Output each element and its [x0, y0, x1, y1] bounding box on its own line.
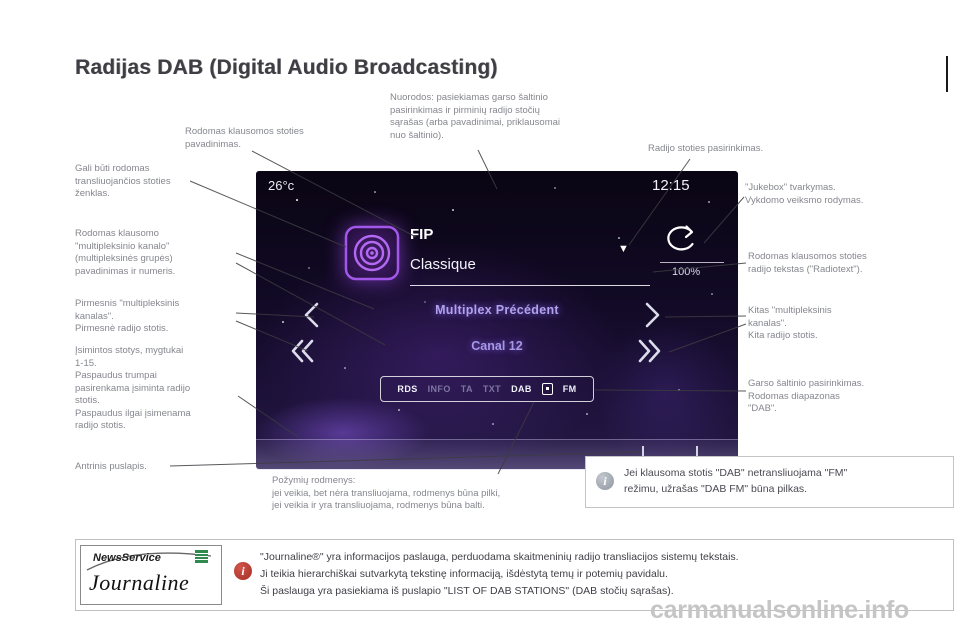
separator-line — [410, 285, 650, 286]
page-tick-icon — [642, 446, 644, 462]
callout-next-channel: Kitas "multipleksinis kanalas". Kita rad… — [748, 305, 832, 341]
station-radiotext: Classique — [410, 256, 476, 273]
watermark: carmanualsonline.info — [650, 596, 910, 624]
callout-indicators-note: Požymių rodmenys: jei veikia, bet nėra t… — [272, 475, 501, 511]
callout-jukebox: "Jukebox" tvarkymas. Vykdomo veiksmo rod… — [745, 182, 864, 206]
temperature-label: 26°c — [268, 178, 295, 193]
info-icon: i — [596, 472, 614, 490]
callout-radiotext: Rodomas klausomos stoties radijo tekstas… — [748, 251, 867, 275]
info-note-box: i Jei klausoma stotis "DAB" netransliuoj… — [585, 456, 954, 508]
journaline-brand-top: NewsService — [93, 552, 161, 564]
callout-station-name: Rodomas klausomos stoties pavadinimas. — [185, 126, 304, 150]
multiplex-name: Multiplex Précédent — [435, 303, 559, 317]
callout-station-logo: Gali būti rodomas transliuojančios stoti… — [75, 163, 171, 199]
indicator-fm: FM — [562, 384, 577, 394]
dab-fm-icon — [541, 383, 553, 395]
indicator-txt: TXT — [482, 384, 502, 394]
station-logo-icon — [344, 225, 400, 281]
callout-station-select: Radijo stoties pasirinkimas. — [648, 143, 764, 154]
journaline-text: "Journaline®" yra informacijos paslauga,… — [260, 551, 739, 597]
news-list-icon — [195, 550, 208, 563]
callout-multiplex-info: Rodomas klausomo "multipleksinio kanalo"… — [75, 228, 176, 277]
station-select-arrow-icon: ▼ — [618, 243, 629, 255]
stars-decoration — [256, 171, 258, 173]
previous-station-icon — [291, 339, 314, 363]
next-station-icon — [638, 339, 661, 363]
journaline-brand-main: Journaline — [89, 570, 190, 595]
callout-previous-channel: Pirmesnis "multipleksinis kanalas". Pirm… — [75, 298, 180, 334]
callout-source-band: Garso šaltinio pasirinkimas. Rodomas dia… — [748, 378, 865, 414]
indicator-rds: RDS — [397, 384, 418, 394]
channel-name: Canal 12 — [471, 339, 523, 353]
page-edge-mark — [946, 56, 948, 92]
page-title: Radijas DAB (Digital Audio Broadcasting) — [75, 56, 498, 79]
page-tick-icon — [696, 446, 698, 462]
info-icon: i — [234, 562, 252, 580]
indicator-info: INFO — [427, 384, 451, 394]
indicator-ta: TA — [460, 384, 473, 394]
station-name: FIP — [410, 226, 434, 243]
clock-label: 12:15 — [652, 177, 690, 194]
logo-swoosh-icon — [86, 552, 212, 571]
indicator-dab: DAB — [511, 384, 532, 394]
jukebox-icon — [667, 225, 694, 251]
next-channel-icon — [645, 302, 660, 328]
previous-channel-icon — [304, 302, 319, 328]
journaline-logo: NewsService Journaline — [80, 545, 222, 605]
callout-shortcuts: Nuorodos: pasiekiamas garso šaltinio pas… — [390, 92, 561, 141]
info-note-text: Jei klausoma stotis "DAB" netransliuojam… — [624, 467, 848, 495]
indicator-bar: RDS INFO TA TXT DAB FM — [380, 376, 594, 402]
journaline-box: NewsService Journaline i "Journaline®" y… — [75, 539, 954, 611]
volume-percent: 100% — [672, 266, 701, 278]
callout-secondary-page: Antrinis puslapis. — [75, 461, 147, 472]
radio-display: 26°c 12:15 FIP Classique ▼ 100% Multiple… — [256, 171, 738, 470]
jukebox-separator-line — [660, 262, 724, 263]
callout-presets: Įsimintos stotys, mygtukai 1-15. Paspaud… — [75, 345, 191, 431]
